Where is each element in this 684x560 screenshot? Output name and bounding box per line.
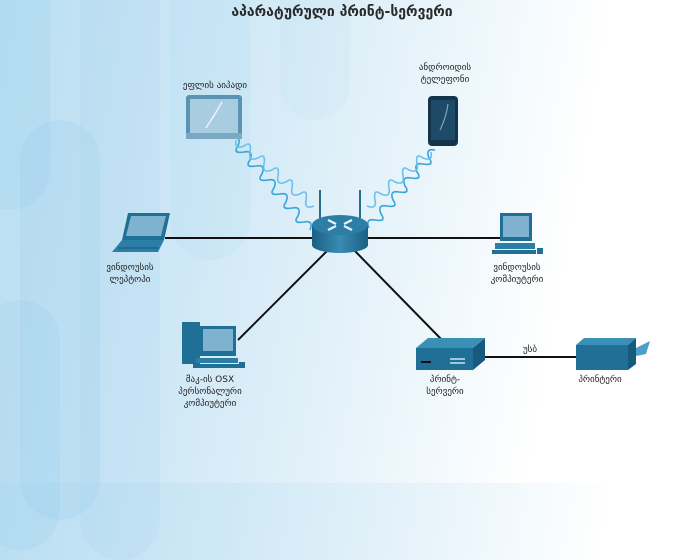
desktop-tower-computer-icon[interactable] bbox=[182, 322, 245, 368]
link-router-printserver bbox=[351, 247, 443, 341]
label-android-phone: ანდროიდის ტელეფონი bbox=[418, 63, 472, 85]
label-printer: პრინტერი bbox=[578, 375, 622, 385]
label-mac-pc: მაკ-ის OSX პერსონალური კომპიუტერი bbox=[178, 375, 242, 409]
link-router-mac bbox=[237, 247, 331, 341]
background-shape bbox=[80, 0, 160, 560]
diagram-title: აპარატურული პრინტ-სერვერი bbox=[231, 4, 453, 20]
desktop-computer-icon[interactable] bbox=[492, 213, 543, 254]
network-diagram bbox=[112, 95, 650, 370]
background-shape bbox=[280, 0, 350, 120]
cable-links bbox=[165, 237, 578, 358]
label-ipad: ეფლის აიპადი bbox=[182, 81, 248, 91]
label-usb-link: უსბ bbox=[522, 345, 538, 355]
wireless-phone-2 bbox=[366, 151, 433, 208]
printer-icon[interactable] bbox=[576, 338, 650, 370]
wireless-ipad-2 bbox=[234, 139, 315, 208]
wireless-ipad bbox=[231, 136, 312, 231]
smartphone-icon[interactable] bbox=[428, 96, 458, 146]
tablet-icon[interactable] bbox=[186, 95, 242, 139]
label-windows-pc: ვინდოუსის კომპიუტერი bbox=[490, 263, 544, 285]
print-server-icon[interactable] bbox=[416, 338, 485, 370]
wireless-router-icon[interactable] bbox=[312, 190, 368, 253]
background-shape bbox=[20, 120, 100, 520]
wireless-phone bbox=[367, 148, 436, 229]
label-windows-laptop: ვინდოუსის ლეპტოპი bbox=[106, 263, 154, 285]
laptop-icon[interactable] bbox=[112, 213, 170, 252]
wireless-links bbox=[231, 136, 436, 231]
background-shape bbox=[0, 0, 50, 210]
label-print-server: პრინტ- სერვერი bbox=[426, 375, 464, 397]
